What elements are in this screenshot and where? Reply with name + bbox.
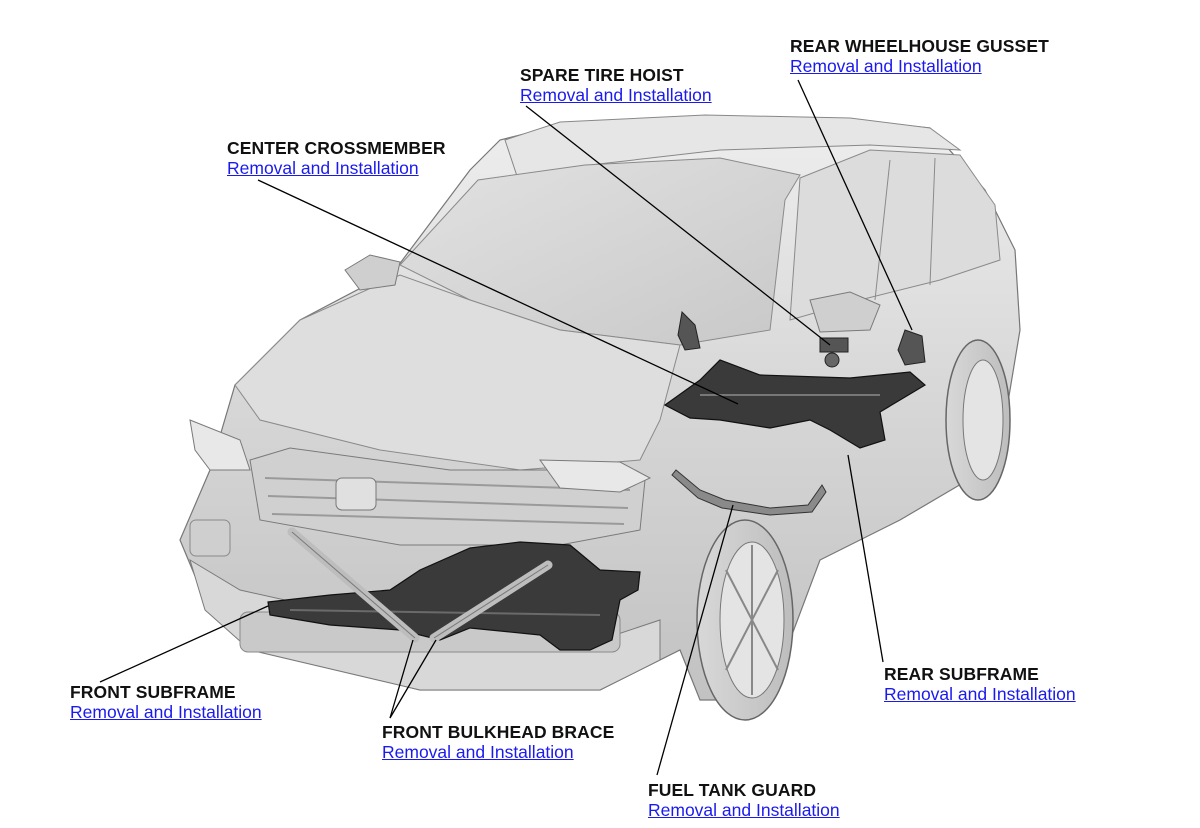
- rear-wheelhouse-gusset-right: [897, 329, 926, 366]
- fuel-tank-guard: [671, 469, 827, 516]
- callout-front-subframe: FRONT SUBFRAME Removal and Installation: [70, 682, 262, 722]
- rear-subframe: [663, 359, 927, 449]
- front-subframe-title: FRONT SUBFRAME: [70, 682, 236, 702]
- callout-fuel-tank-guard: FUEL TANK GUARD Removal and Installation: [648, 780, 840, 820]
- brand-emblem: [335, 477, 377, 511]
- grille: [249, 447, 646, 546]
- callout-rear-wheelhouse-gusset: REAR WHEELHOUSE GUSSET Removal and Insta…: [790, 36, 1049, 76]
- center-crossmember-title: CENTER CROSSMEMBER: [227, 138, 446, 158]
- fuel-tank-guard-title: FUEL TANK GUARD: [648, 780, 817, 800]
- right-mirror: [809, 291, 881, 333]
- callout-rear-subframe: REAR SUBFRAME Removal and Installation: [884, 664, 1076, 704]
- callout-spare-tire-hoist: SPARE TIRE HOIST Removal and Installatio…: [520, 65, 712, 105]
- rear-subframe-link[interactable]: Removal and Installation: [884, 684, 1076, 704]
- spare-tire-hoist-link[interactable]: Removal and Installation: [520, 85, 712, 105]
- left-mirror: [344, 254, 401, 291]
- front-bulkhead-brace-link[interactable]: Removal and Installation: [382, 742, 574, 762]
- spare-tire-hoist: [819, 337, 849, 368]
- right-headlight: [539, 459, 652, 493]
- leader-lines: [99, 79, 913, 776]
- callout-front-bulkhead-brace: FRONT BULKHEAD BRACE Removal and Install…: [382, 722, 614, 762]
- rear-wheelhouse-gusset-left: [677, 310, 701, 351]
- center-crossmember-link[interactable]: Removal and Installation: [227, 158, 419, 178]
- fog-light-left: [189, 519, 231, 557]
- fuel-tank-guard-link[interactable]: Removal and Installation: [648, 800, 840, 820]
- side-windows: [789, 149, 1001, 321]
- rear-subframe-title: REAR SUBFRAME: [884, 664, 1039, 684]
- rear-wheelhouse-gusset-title: REAR WHEELHOUSE GUSSET: [790, 36, 1049, 56]
- rear-wheelhouse-gusset-link[interactable]: Removal and Installation: [790, 56, 982, 76]
- callout-center-crossmember: CENTER CROSSMEMBER Removal and Installat…: [227, 138, 446, 178]
- left-headlight: [189, 419, 251, 471]
- front-subframe-link[interactable]: Removal and Installation: [70, 702, 262, 722]
- spare-tire-hoist-title: SPARE TIRE HOIST: [520, 65, 684, 85]
- front-bulkhead-brace-title: FRONT BULKHEAD BRACE: [382, 722, 615, 742]
